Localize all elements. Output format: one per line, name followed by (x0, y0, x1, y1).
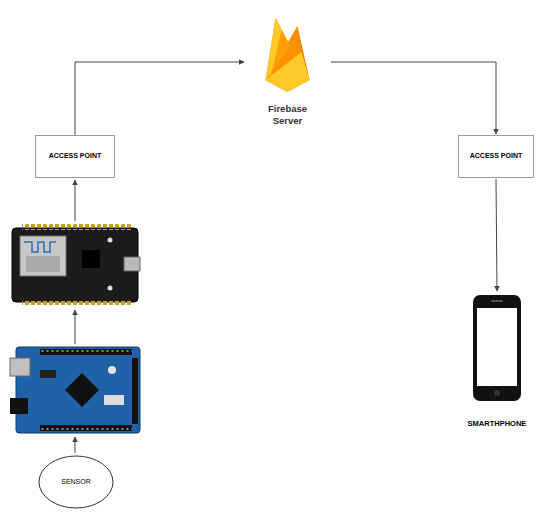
arduino-mega-board (10, 347, 140, 433)
node-label: ACCESS POINT (470, 152, 523, 160)
firebase-server: Firebase Server (245, 10, 330, 128)
sensor-wire (75, 437, 76, 453)
flow-arrow (331, 62, 496, 134)
node-label: ACCESS POINT (49, 152, 102, 160)
sensor-ellipse: SENSOR (38, 455, 114, 509)
firebase-logo (245, 10, 330, 94)
wifi-wire (75, 180, 76, 221)
flow-arrow (496, 179, 497, 291)
node-label: Firebase Server (263, 103, 313, 128)
node-label: SMARTHPHONE (468, 419, 527, 428)
serial-wire (75, 310, 76, 344)
nodemcu-board (12, 224, 140, 306)
node-label: SENSOR (61, 478, 91, 486)
flow-arrow (75, 62, 244, 135)
access-point-box: ACCESS POINT (35, 135, 115, 178)
smartphone: SMARTHPHONE (462, 292, 532, 428)
access-point-box: ACCESS POINT (458, 135, 534, 178)
smartphone-icon (462, 292, 532, 404)
